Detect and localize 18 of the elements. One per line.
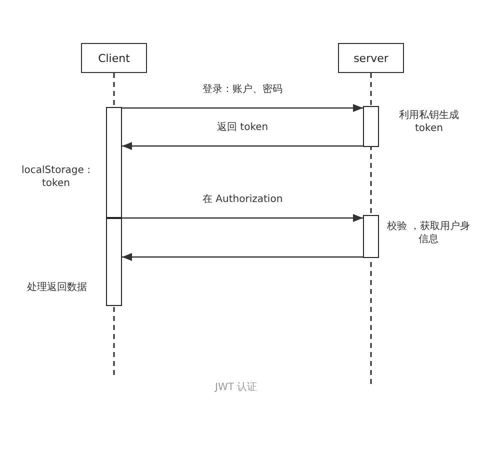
participant-box: server bbox=[338, 43, 404, 73]
activation-bar bbox=[106, 107, 122, 218]
message-label: 登录：账户、密码 bbox=[202, 83, 282, 96]
message-arrow bbox=[122, 104, 363, 112]
activation-bar bbox=[363, 215, 379, 258]
message-label: 返回 token bbox=[217, 121, 268, 134]
note-text: 处理返回数据 bbox=[26, 281, 88, 294]
message-label: 在 Authorization bbox=[202, 193, 283, 206]
activation-bar bbox=[363, 106, 379, 147]
message-arrow bbox=[122, 142, 363, 150]
message-arrow bbox=[122, 253, 363, 261]
note-text: 校验 ，获取用户身信息 bbox=[386, 220, 472, 246]
message-arrow bbox=[122, 214, 363, 222]
activation-bar bbox=[106, 218, 122, 306]
caption: JWT 认证 bbox=[215, 381, 258, 394]
note-text: 利用私钥生成 token bbox=[398, 109, 460, 135]
participant-box: Client bbox=[81, 43, 147, 73]
note-text: localStorage : token bbox=[20, 164, 92, 190]
